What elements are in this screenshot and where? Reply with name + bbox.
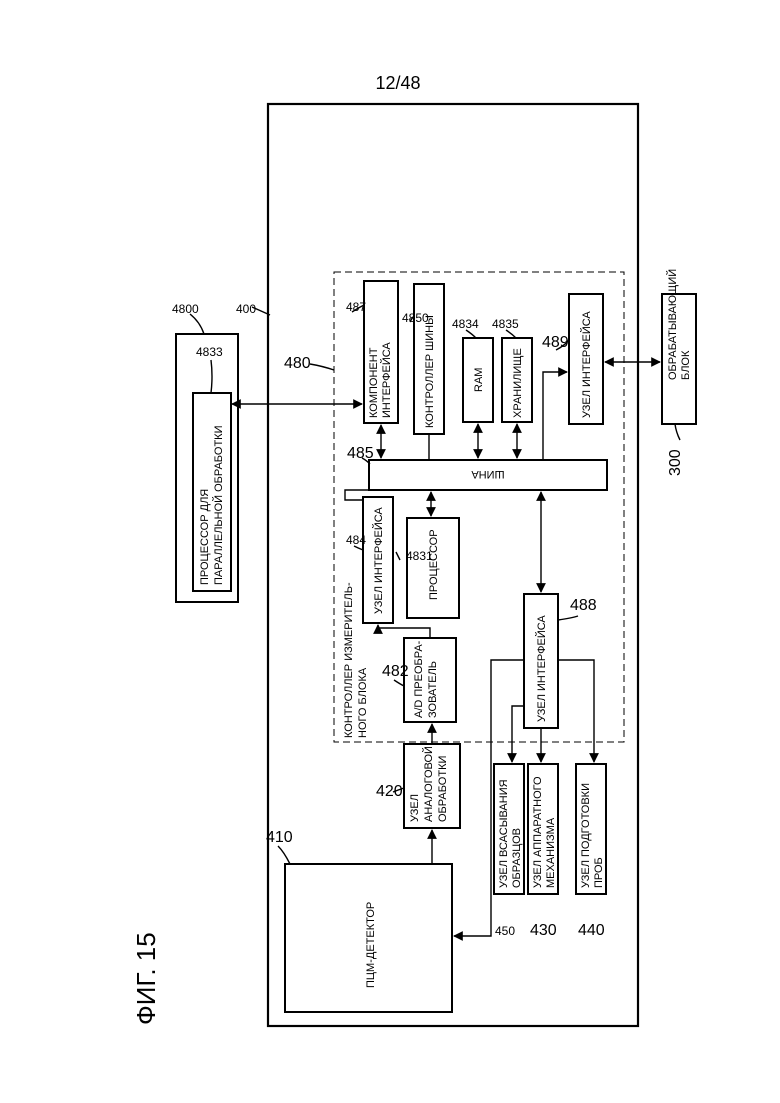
ref-420: 420	[376, 783, 403, 800]
ad-converter-line2: ЗОВАТЕЛЬ	[427, 661, 439, 718]
analog-processing-line3: ОБРАБОТКИ	[437, 756, 449, 822]
processor-line1: ПРОЦЕССОР	[428, 529, 440, 600]
ref-4835: 4835	[492, 317, 519, 331]
ref-400: 400	[236, 302, 256, 316]
interface-484-line1: УЗЕЛ ИНТЕРФЕЙСА	[372, 507, 385, 614]
leader-4831	[396, 552, 400, 560]
ref-480: 480	[284, 355, 311, 372]
processing-unit-line2: БЛОК	[680, 350, 692, 380]
sample-preparation-line2: ПРОБ	[593, 857, 605, 888]
leader-482	[394, 680, 404, 686]
ref-4833: 4833	[196, 345, 223, 359]
pmt-detector-line1: ПЦМ-ДЕТЕКТОР	[365, 902, 377, 988]
ref-300: 300	[667, 449, 684, 476]
ref-450: 450	[495, 924, 515, 938]
bus-controller-label: КОНТРОЛЛЕР ШИНЫ	[424, 315, 436, 428]
bus-controller-line1: КОНТРОЛЛЕР ШИНЫ	[424, 315, 436, 428]
parallel-processor-line1: ПРОЦЕССОР ДЛЯ	[199, 489, 211, 585]
leader-4800	[190, 314, 204, 334]
ref-4834: 4834	[452, 317, 479, 331]
interface-489-label: УЗЕЛ ИНТЕРФЕЙСА	[580, 311, 593, 418]
interface-component-line1: КОМПОНЕНТ	[368, 347, 380, 418]
sample-preparation-line1: УЗЕЛ ПОДГОТОВКИ	[580, 783, 592, 888]
ref-4800: 4800	[172, 302, 199, 316]
interface-489-line1: УЗЕЛ ИНТЕРФЕЙСА	[580, 311, 593, 418]
ref-484: 484	[346, 533, 366, 547]
ref-487: 487	[346, 300, 366, 314]
ref-4831: 4831	[406, 549, 433, 563]
leader-410	[278, 846, 290, 864]
pmt-detector-label: ПЦМ-ДЕТЕКТОР	[365, 902, 377, 988]
ref-485: 485	[347, 445, 374, 462]
processor-label: ПРОЦЕССОР	[428, 529, 440, 600]
ref-410: 410	[266, 829, 293, 846]
arrow-488-to-preparation	[558, 660, 594, 762]
leader-300	[675, 424, 680, 440]
hardware-mechanism-line1: УЗЕЛ АППАРАТНОГО	[532, 776, 544, 888]
ref-489: 489	[542, 334, 569, 351]
ram-label: RAM	[473, 368, 485, 392]
measuring-controller-line2: НОГО БЛОКА	[357, 667, 369, 738]
ref-430: 430	[530, 922, 557, 939]
page-number: 12/48	[375, 73, 420, 93]
ram-line1: RAM	[473, 368, 485, 392]
leader-4835	[506, 330, 516, 338]
storage-line1: ХРАНИЛИЩЕ	[512, 348, 524, 418]
parallel-processor-line2: ПАРАЛЛЕЛЬНОЙ ОБРАБОТКИ	[212, 426, 225, 586]
ref-488: 488	[570, 597, 597, 614]
interface-484-label: УЗЕЛ ИНТЕРФЕЙСА	[372, 507, 385, 614]
ref-4850: 4850	[402, 311, 429, 325]
arrow-488-to-suction	[512, 706, 524, 762]
measuring-controller-line1: КОНТРОЛЛЕР ИЗМЕРИТЕЛЬ-	[343, 582, 355, 738]
storage-label: ХРАНИЛИЩЕ	[512, 348, 524, 418]
ref-440: 440	[578, 922, 605, 939]
ref-482: 482	[382, 663, 409, 680]
arrow-bus-interface-489	[543, 372, 567, 460]
bus-label: ШИНА	[471, 468, 505, 480]
hardware-mechanism-line2: МЕХАНИЗМА	[545, 817, 557, 888]
analog-processing-line1: УЗЕЛ	[409, 794, 421, 822]
ad-converter-line1: A/D ПРЕОБРА-	[413, 640, 425, 718]
processing-unit-line1: ОБРАБАТЫВАЮЩИЙ	[666, 269, 679, 380]
leader-480	[310, 364, 334, 370]
analog-processing-line2: АНАЛОГОВОЙ	[422, 746, 435, 822]
interface-488-label: УЗЕЛ ИНТЕРФЕЙСА	[535, 615, 548, 722]
interface-488-line1: УЗЕЛ ИНТЕРФЕЙСА	[535, 615, 548, 722]
arrow-ad-to-interface-484	[378, 625, 430, 638]
interface-component-line2: ИНТЕРФЕЙСА	[380, 342, 393, 418]
figure-label: ФИГ. 15	[131, 932, 161, 1025]
leader-4834	[466, 330, 476, 338]
interface-component-label: КОМПОНЕНТ ИНТЕРФЕЙСА	[368, 342, 393, 418]
sample-suction-line1: УЗЕЛ ВСАСЫВАНИЯ	[498, 779, 510, 888]
leader-488	[558, 616, 578, 620]
sample-suction-line2: ОБРАЗЦОВ	[511, 828, 523, 888]
